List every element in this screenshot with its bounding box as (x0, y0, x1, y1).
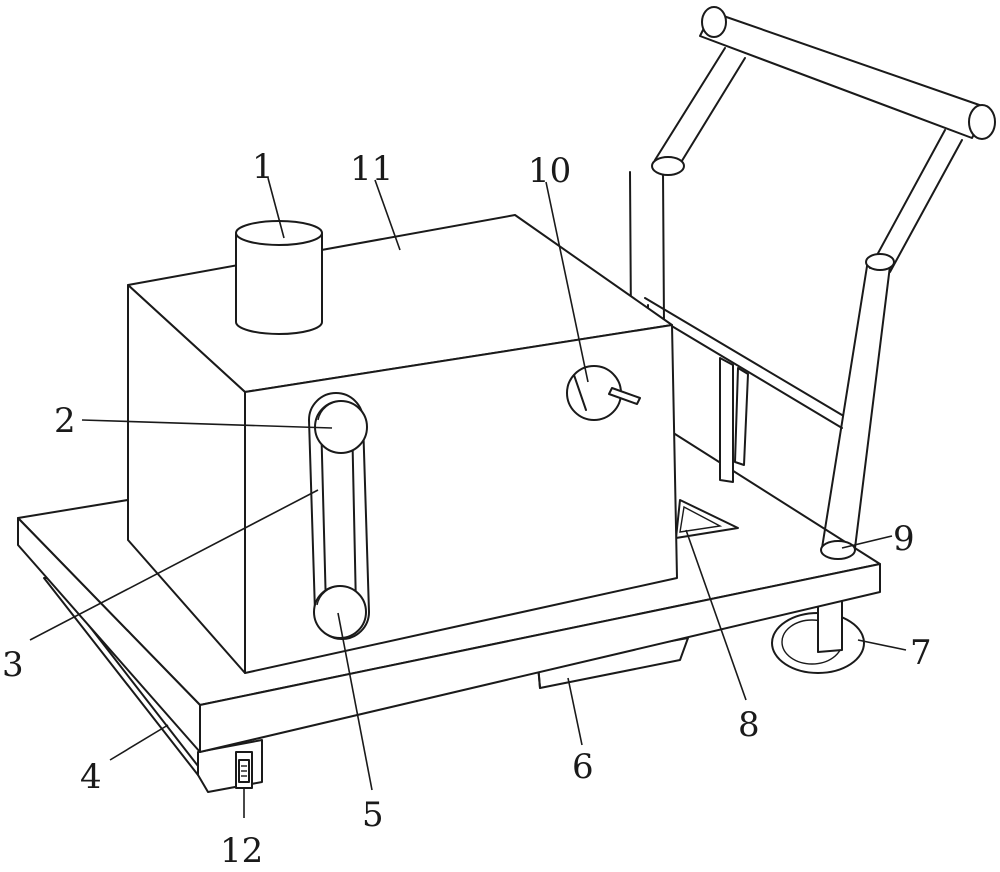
label-1: 1 (252, 147, 274, 187)
switch (235, 751, 253, 789)
label-4: 4 (80, 757, 102, 797)
belt-drive (308, 392, 370, 640)
label-3: 3 (2, 645, 24, 685)
label-6: 6 (572, 747, 594, 787)
leader-lines (29, 177, 907, 818)
label-5: 5 (362, 795, 384, 835)
label-11: 11 (350, 149, 393, 189)
wheel (771, 597, 865, 674)
motor (566, 365, 641, 421)
label-9: 9 (893, 519, 915, 559)
label-2: 2 (54, 401, 76, 441)
label-12: 12 (220, 831, 263, 871)
callouts: 1 11 10 2 3 4 5 6 7 8 9 12 (2, 147, 932, 871)
label-7: 7 (910, 633, 932, 673)
guard-rails (644, 297, 843, 483)
label-8: 8 (738, 705, 760, 745)
inlet-pipe (235, 220, 323, 335)
chute-bracket (675, 499, 739, 539)
label-10: 10 (528, 151, 571, 191)
